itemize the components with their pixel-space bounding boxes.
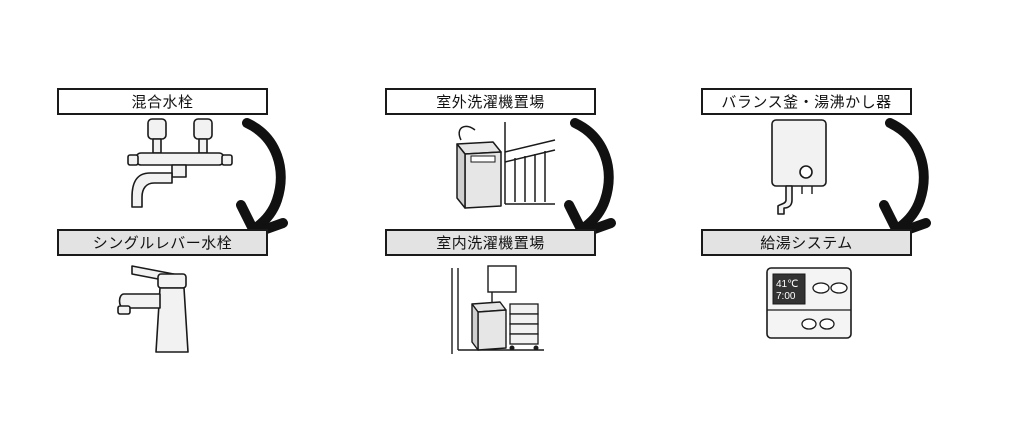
label-after-single-lever-faucet: シングルレバー水栓 bbox=[57, 229, 268, 256]
curved-arrow-icon bbox=[236, 118, 288, 238]
single-lever-faucet-icon bbox=[117, 265, 189, 353]
controller-temperature: 41℃ bbox=[776, 279, 798, 290]
two-handle-faucet-icon bbox=[127, 118, 233, 208]
controller-button bbox=[812, 282, 830, 294]
controller-button bbox=[830, 282, 848, 294]
label-after-hot-water-system: 給湯システム bbox=[701, 229, 912, 256]
controller-button bbox=[801, 318, 817, 330]
outdoor-washing-machine-icon bbox=[456, 122, 556, 209]
label-before-mixer-faucet: 混合水栓 bbox=[57, 88, 268, 115]
label-before-water-heater: バランス釜・湯沸かし器 bbox=[701, 88, 912, 115]
curved-arrow-icon bbox=[564, 118, 616, 238]
water-heater-icon bbox=[771, 119, 827, 215]
curved-arrow-icon bbox=[879, 118, 931, 238]
controller-button bbox=[819, 318, 835, 330]
label-after-indoor-washer: 室内洗濯機置場 bbox=[385, 229, 596, 256]
label-before-outdoor-washer: 室外洗濯機置場 bbox=[385, 88, 596, 115]
indoor-washing-machine-icon bbox=[451, 265, 544, 354]
hot-water-controller-icon: 41℃ 7:00 bbox=[766, 267, 852, 339]
controller-time: 7:00 bbox=[776, 291, 796, 302]
